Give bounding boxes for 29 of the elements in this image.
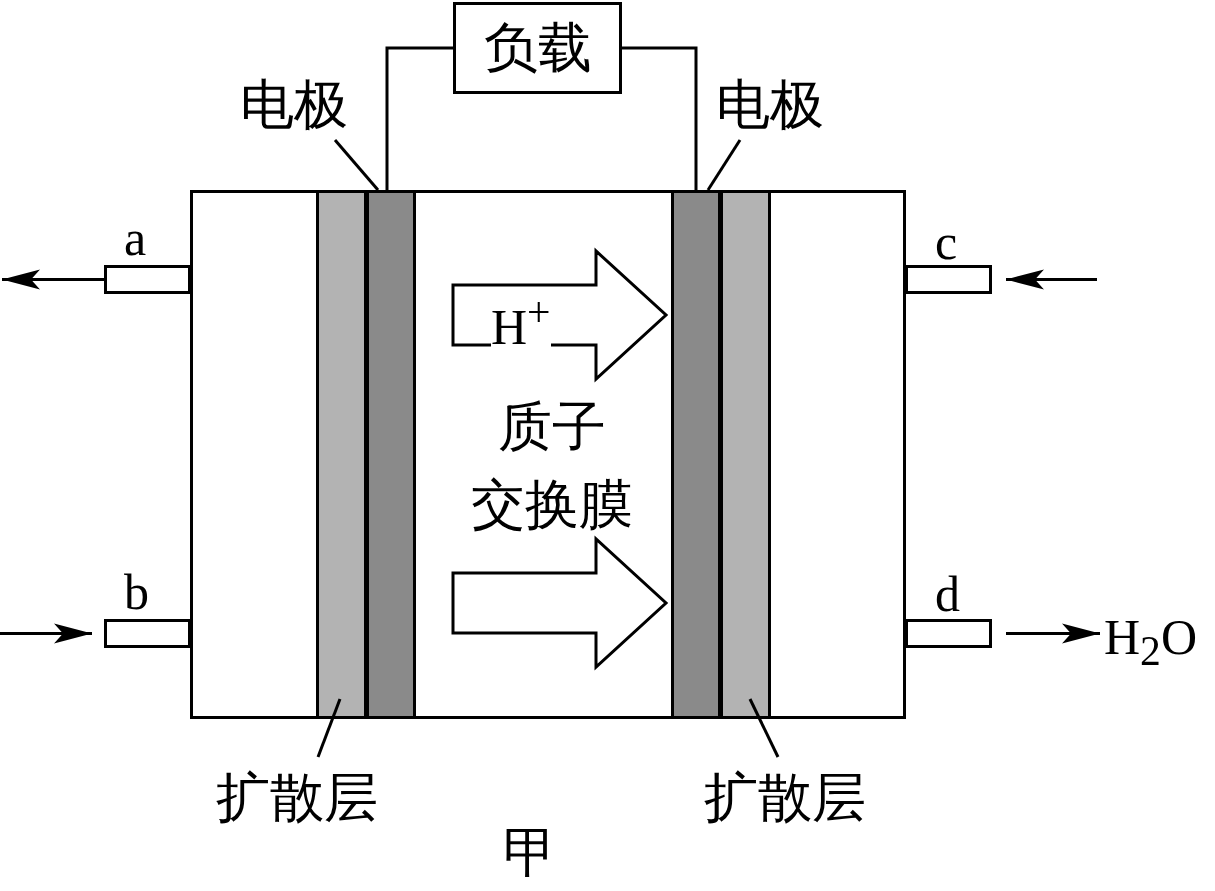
flow-arrow (2, 269, 104, 290)
electrode-plate (671, 190, 721, 719)
diffusion-layer (720, 190, 771, 719)
leader-line (316, 698, 342, 758)
load-label: 负载 (483, 21, 592, 75)
electrode-plate (366, 190, 416, 719)
port-label: d (935, 569, 960, 619)
product-label: H$_{2}$O (1104, 612, 1198, 673)
wire (385, 46, 453, 190)
leader-line (333, 139, 380, 191)
cell-casing (190, 190, 906, 719)
figure-caption: 甲 (503, 826, 557, 880)
electrode-label: 电极 (240, 78, 348, 132)
flow-arrow (1006, 623, 1100, 644)
diffusion-layer (316, 190, 367, 719)
leader-line (748, 698, 780, 758)
electrode-label: 电极 (716, 78, 824, 132)
diffusion-layer-label: 扩散层 (216, 771, 378, 825)
membrane-label: 质子交换膜 (470, 396, 634, 538)
block-arrow (451, 535, 669, 671)
port-label: c (935, 217, 958, 267)
wire (622, 46, 698, 190)
flow-arrow (0, 623, 92, 644)
flow-arrow (1006, 269, 1097, 290)
load-box (453, 2, 622, 94)
port-label: a (124, 213, 147, 263)
port-label: b (124, 567, 149, 617)
leader-line (706, 139, 742, 191)
diffusion-layer-label: 扩散层 (704, 771, 866, 825)
